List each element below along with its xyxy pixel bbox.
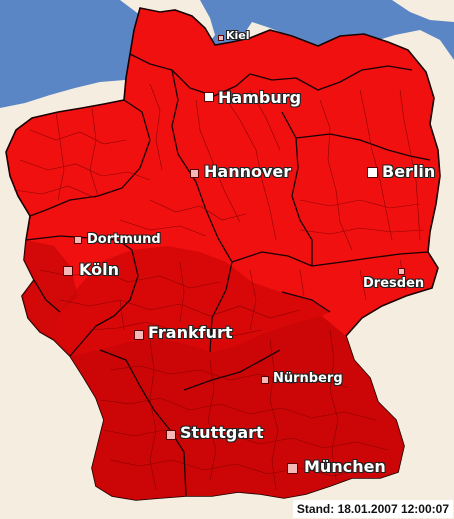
district-borders <box>13 83 425 491</box>
city-label-stuttgart: Stuttgart <box>180 423 264 442</box>
city-marker-koeln <box>63 266 73 276</box>
city-label-muenchen: München <box>304 457 386 476</box>
state-borders <box>25 53 431 497</box>
city-label-berlin: Berlin <box>382 162 436 181</box>
neighbor-land-east <box>392 0 454 22</box>
region-dark-west <box>22 240 78 340</box>
city-marker-muenchen <box>287 463 298 474</box>
city-label-nuernberg: Nürnberg <box>273 371 343 386</box>
city-label-frankfurt: Frankfurt <box>148 323 233 342</box>
city-label-dresden: Dresden <box>363 276 425 291</box>
city-marker-dresden <box>398 268 405 275</box>
city-marker-berlin <box>367 167 378 178</box>
north-sea <box>0 0 454 108</box>
region-dark-central <box>54 246 330 356</box>
city-label-dortmund: Dortmund <box>87 232 161 247</box>
city-marker-frankfurt <box>134 330 144 340</box>
city-label-koeln: Köln <box>79 260 119 279</box>
city-marker-stuttgart <box>166 430 176 440</box>
region-dark-south <box>70 316 404 500</box>
city-marker-nuernberg <box>261 376 269 384</box>
city-label-hamburg: Hamburg <box>218 88 302 107</box>
city-marker-dortmund <box>74 236 82 244</box>
city-label-hannover: Hannover <box>204 162 292 181</box>
city-label-kiel: Kiel <box>226 29 250 42</box>
city-marker-hannover <box>190 169 199 178</box>
city-marker-hamburg <box>204 92 214 102</box>
timestamp-status: Stand: 18.01.2007 12:00:07 <box>292 500 453 518</box>
city-marker-kiel <box>218 35 224 41</box>
